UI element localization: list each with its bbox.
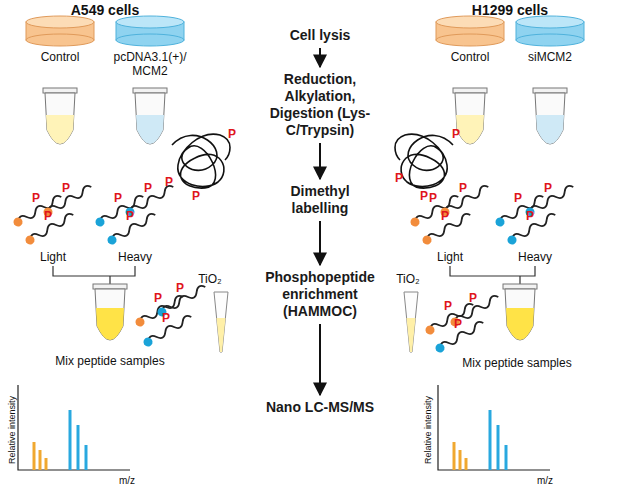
ms-spectrum xyxy=(18,385,130,470)
isotope-label: Light xyxy=(28,250,78,264)
phospho-mark: P xyxy=(459,182,467,195)
protein-tangle xyxy=(395,134,453,188)
mix-bracket xyxy=(450,266,535,284)
flow-arrow xyxy=(319,143,321,179)
mix-bracket xyxy=(53,266,135,284)
culture-dish xyxy=(116,16,184,46)
mix-label: Mix peptide samples xyxy=(30,354,190,368)
phospho-mark: P xyxy=(441,210,449,223)
condition-label: Control xyxy=(436,50,504,64)
phospho-mark: P xyxy=(114,192,122,205)
culture-dish xyxy=(516,16,584,46)
step-text: Phosphopeptide enrichment (HAMMOC) xyxy=(255,268,385,321)
cell-line-title: H1299 cells xyxy=(450,2,570,19)
phospho-mark: P xyxy=(44,210,52,223)
step-node: Dimethyl labelling xyxy=(265,182,375,218)
ms-spectrum xyxy=(438,385,550,470)
phospho-mark: P xyxy=(420,190,428,203)
protein-tangle xyxy=(172,134,230,188)
phospho-mark: P xyxy=(192,190,200,203)
mix-label: Mix peptide samples xyxy=(432,356,602,370)
lysate-tube xyxy=(453,88,487,144)
phospho-mark: P xyxy=(165,176,173,189)
lysate-tube xyxy=(533,88,567,144)
step-text: Nano LC-MS/MS xyxy=(245,398,395,417)
tio2-tip xyxy=(214,292,228,352)
culture-dish xyxy=(436,16,504,46)
culture-dish xyxy=(26,16,94,46)
phospho-mark: P xyxy=(176,282,184,295)
step-text: Cell lysis xyxy=(265,26,375,45)
isotope-label: Light xyxy=(425,250,475,264)
phospho-mark: P xyxy=(32,192,40,205)
step-node: Cell lysis xyxy=(265,26,375,45)
phospho-mark: P xyxy=(514,192,522,205)
phospho-mark: P xyxy=(228,128,236,141)
tio2-tip xyxy=(404,292,418,352)
condition-label: Control xyxy=(26,50,94,64)
flow-arrow xyxy=(319,324,321,395)
phospho-mark: P xyxy=(469,292,477,305)
mix-tube xyxy=(93,284,127,340)
step-text: Reduction, Alkylation, Digestion (Lys-C/… xyxy=(255,70,385,140)
phospho-mark: P xyxy=(452,128,460,141)
step-text: Dimethyl labelling xyxy=(265,182,375,218)
step-node: Nano LC-MS/MS xyxy=(245,398,395,417)
phospho-mark: P xyxy=(526,210,534,223)
step-node: Phosphopeptide enrichment (HAMMOC) xyxy=(255,268,385,321)
flow-arrow xyxy=(319,221,321,265)
condition-label: pcDNA3.1(+)/ MCM2 xyxy=(105,50,195,78)
lysate-tube xyxy=(43,88,77,144)
phospho-mark: P xyxy=(395,172,403,185)
phospho-mark: P xyxy=(444,300,452,313)
axis-label: Relative intensity xyxy=(6,390,18,470)
phospho-mark: P xyxy=(62,182,70,195)
isotope-label: Heavy xyxy=(510,250,560,264)
cell-line-title: A549 cells xyxy=(45,2,165,19)
lysate-tube xyxy=(133,88,167,144)
phospho-mark: P xyxy=(544,182,552,195)
phospho-mark: P xyxy=(154,292,162,305)
axis-label: m/z xyxy=(530,474,560,487)
tip-label: TiO₂ xyxy=(390,272,426,286)
phospho-mark: P xyxy=(429,192,437,205)
tip-label: TiO₂ xyxy=(192,272,228,286)
phospho-mark: P xyxy=(126,210,134,223)
mix-tube xyxy=(503,284,537,340)
phospho-mark: P xyxy=(144,182,152,195)
flow-arrow xyxy=(319,48,321,67)
axis-label: m/z xyxy=(112,474,142,487)
isotope-label: Heavy xyxy=(110,250,160,264)
condition-label: siMCM2 xyxy=(510,50,590,64)
phospho-mark: P xyxy=(454,318,462,331)
axis-label: Relative intensity xyxy=(422,390,434,470)
phospho-mark: P xyxy=(162,312,170,325)
step-node: Reduction, Alkylation, Digestion (Lys-C/… xyxy=(255,70,385,140)
